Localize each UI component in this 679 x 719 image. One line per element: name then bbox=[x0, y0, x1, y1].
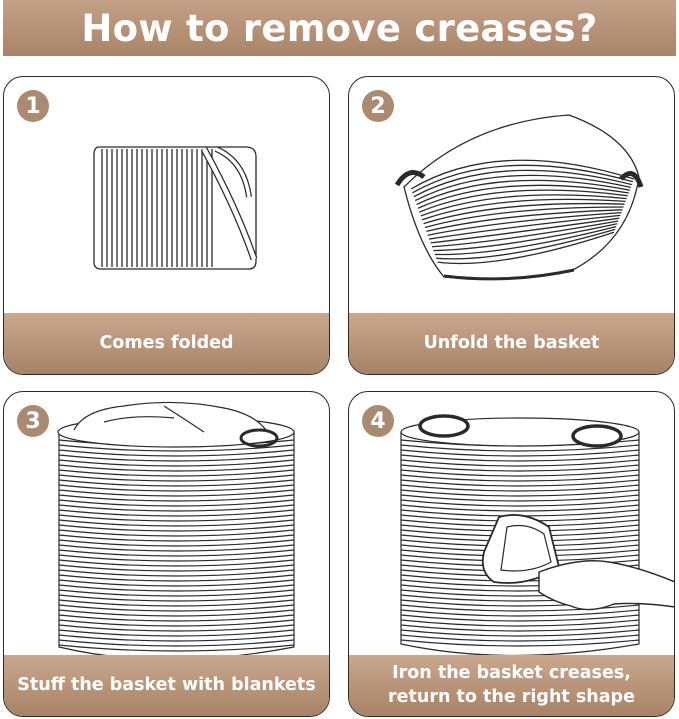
ironing-basket-icon bbox=[400, 414, 674, 657]
step-1-caption: Comes folded bbox=[4, 313, 329, 374]
step-3-badge: 3 bbox=[17, 405, 49, 437]
step-4-badge: 4 bbox=[362, 405, 394, 437]
step-2-badge: 2 bbox=[362, 90, 394, 122]
step-3-caption: Stuff the basket with blankets bbox=[4, 655, 329, 716]
stuffed-basket-icon bbox=[57, 401, 295, 661]
step-4-caption-line-2: return to the right shape bbox=[388, 686, 635, 707]
step-1-panel: 1 Comes folded bbox=[3, 76, 330, 375]
step-1-badge: 1 bbox=[17, 90, 49, 122]
step-4-caption: Iron the basket creases, return to the r… bbox=[349, 655, 674, 716]
folded-basket-icon bbox=[93, 146, 258, 270]
title-banner: How to remove creases? bbox=[3, 0, 676, 56]
step-4-panel: 4 Iron the basket creases, return to the… bbox=[348, 391, 675, 717]
page-title: How to remove creases? bbox=[81, 6, 598, 50]
step-4-caption-line-1: Iron the basket creases, bbox=[392, 662, 631, 683]
step-2-panel: 2 Unfold the basket bbox=[348, 76, 675, 375]
unfolded-basket-icon bbox=[394, 114, 644, 281]
step-3-panel: 3 Stuff the basket with blankets bbox=[3, 391, 330, 717]
step-2-caption: Unfold the basket bbox=[349, 313, 674, 374]
